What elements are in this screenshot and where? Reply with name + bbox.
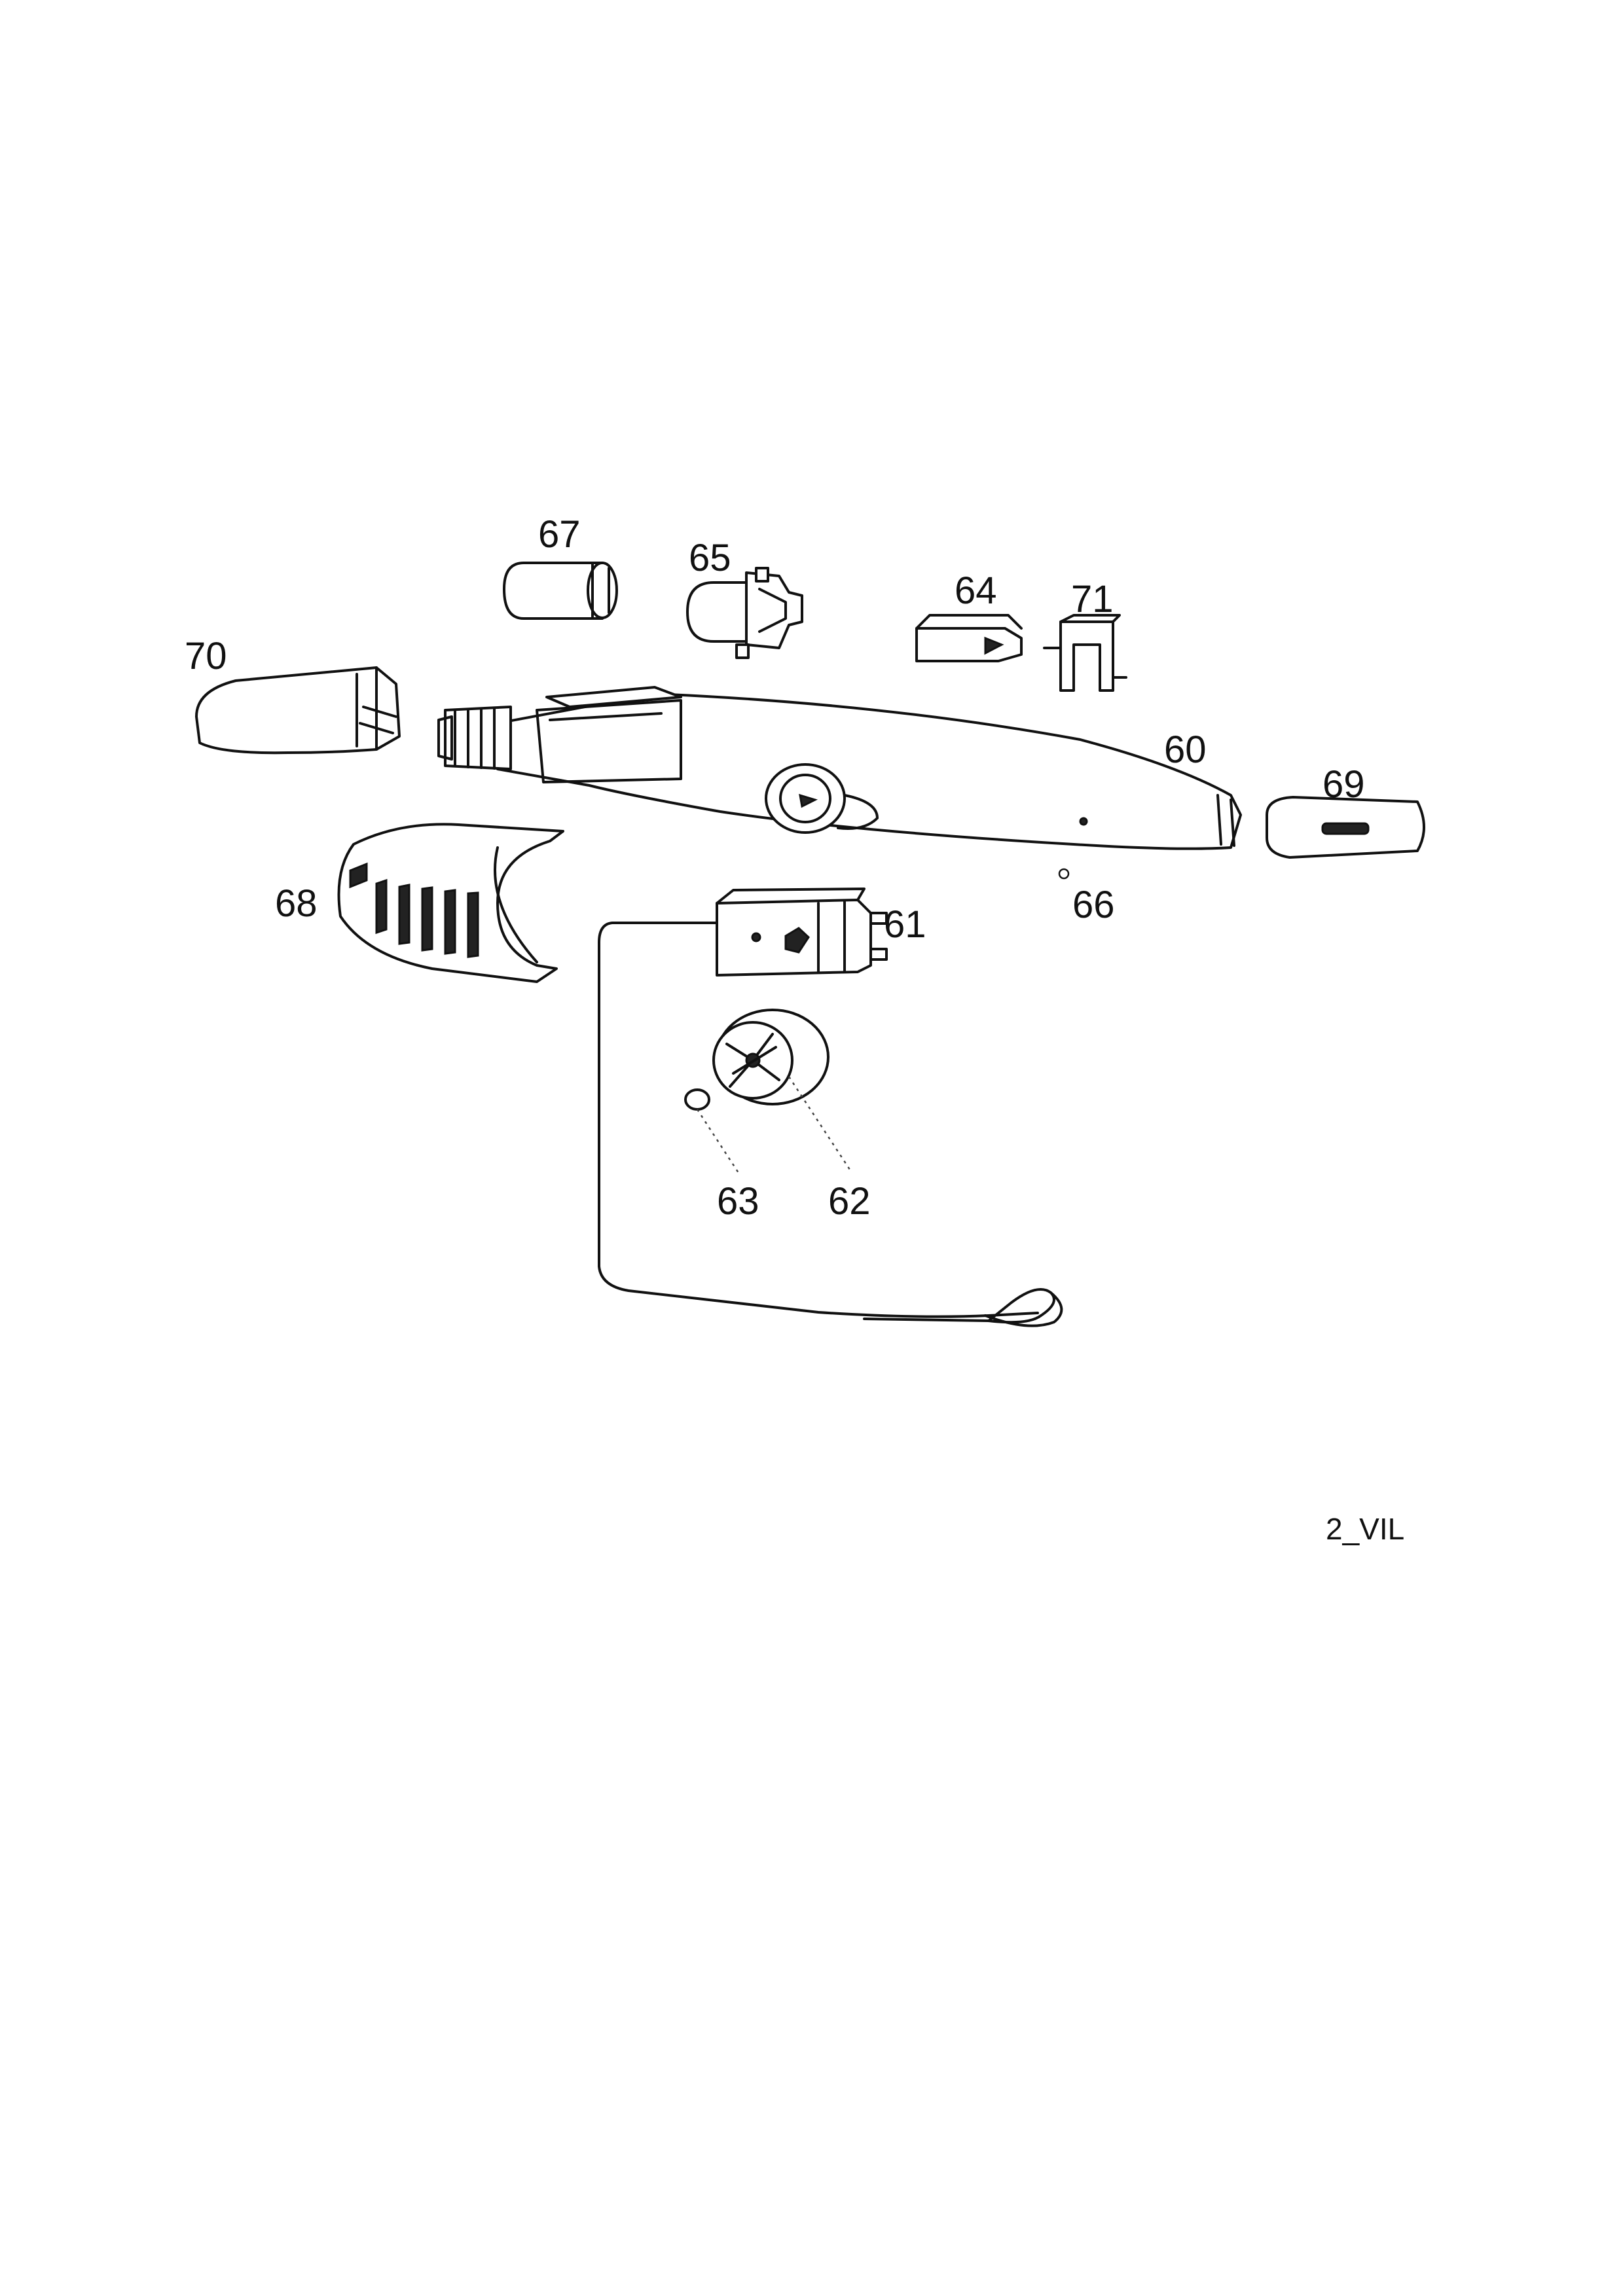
part-label-63: 63 <box>717 1180 759 1223</box>
part-60-main-body <box>437 686 1242 850</box>
part-label-69: 69 <box>1322 763 1365 806</box>
part-64-box <box>915 614 1023 662</box>
part-label-61: 61 <box>884 903 926 946</box>
part-68-vented-cover <box>337 823 564 983</box>
part-label-65: 65 <box>689 537 731 579</box>
part-label-66: 66 <box>1072 884 1115 926</box>
part-66-screw <box>1058 868 1070 880</box>
part-69-end-plate <box>1266 796 1425 859</box>
part-61-thermostat <box>598 888 1063 1327</box>
part-63-indicator <box>684 1088 710 1111</box>
part-label-70: 70 <box>185 635 227 677</box>
part-label-62: 62 <box>828 1180 871 1223</box>
part-label-68: 68 <box>275 882 318 925</box>
part-label-64: 64 <box>955 569 997 612</box>
part-62-knob <box>712 1009 830 1105</box>
drawing-code: 2_VIL <box>1326 1512 1404 1546</box>
part-67-cylinder <box>503 562 618 620</box>
part-label-71: 71 <box>1071 578 1114 620</box>
part-label-60: 60 <box>1164 728 1207 771</box>
part-label-67: 67 <box>538 513 581 556</box>
part-71-bracket <box>1043 614 1127 692</box>
part-70-end-cap <box>195 666 401 755</box>
leader-lines <box>696 1076 852 1175</box>
part-65-holder <box>686 567 803 659</box>
